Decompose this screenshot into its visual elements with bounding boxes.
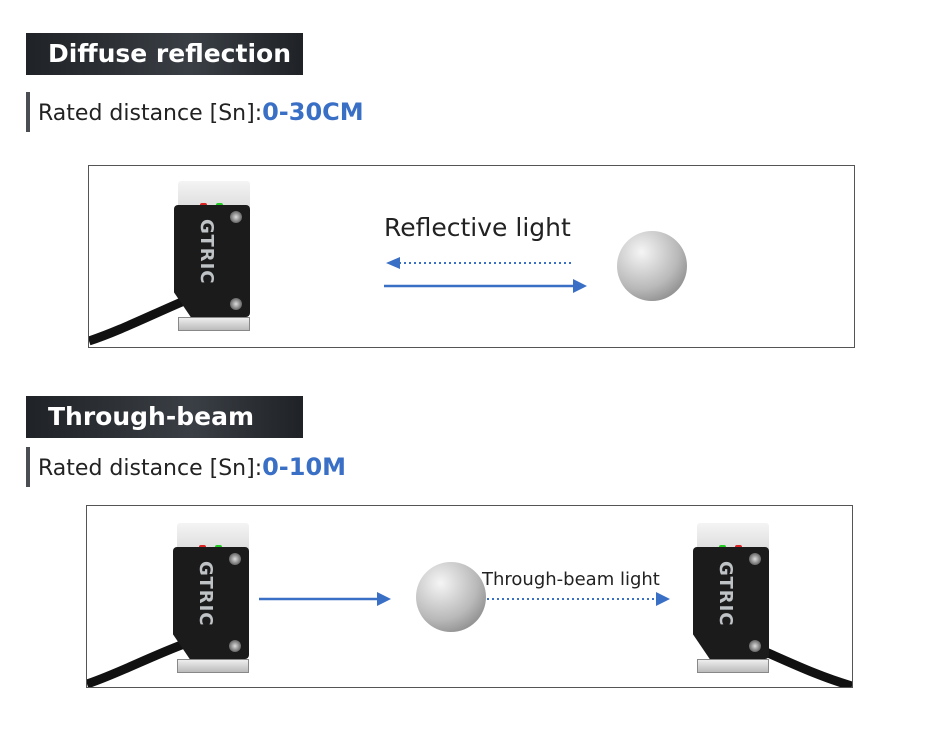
- emitted-arrowhead: [377, 592, 391, 606]
- screw-icon: [230, 298, 242, 310]
- sensor-cap: [697, 523, 769, 551]
- rated-label: Rated distance [Sn]:: [38, 101, 263, 126]
- rated-value: 0-30CM: [262, 98, 364, 126]
- sensor-cable: [89, 296, 186, 346]
- target-ball: [416, 562, 486, 632]
- rated-label: Rated distance [Sn]:: [38, 456, 263, 481]
- through-beam-diagram-panel: GTRIC Through-beam light GTRIC: [86, 505, 853, 688]
- sensor-base: [178, 317, 250, 331]
- diffuse-diagram-lines: [89, 257, 587, 346]
- screw-icon: [229, 640, 241, 652]
- sensor-brand-logo: GTRIC: [715, 561, 736, 627]
- sensor-cap: [177, 523, 249, 551]
- reflective-light-label: Reflective light: [384, 213, 571, 242]
- through-beam-arrowhead: [656, 592, 670, 606]
- screw-icon: [749, 553, 761, 565]
- sensor-cap: [178, 181, 250, 209]
- diffuse-diagram-panel: GTRIC Reflective light: [88, 165, 855, 348]
- screw-icon: [230, 211, 242, 223]
- sensor-brand-logo: GTRIC: [195, 561, 216, 627]
- rated-distance-diffuse: Rated distance [Sn]:0-30CM: [26, 92, 364, 132]
- through-beam-diagram-lines: [87, 592, 852, 687]
- emitted-arrowhead: [573, 279, 587, 293]
- receiver-sensor: GTRIC: [693, 523, 773, 678]
- screw-icon: [749, 640, 761, 652]
- emitter-cable: [87, 639, 186, 687]
- target-ball: [617, 231, 687, 301]
- reflected-arrowhead: [386, 257, 400, 269]
- emitter-sensor: GTRIC: [173, 523, 253, 678]
- screw-icon: [229, 553, 241, 565]
- section-title-diffuse: Diffuse reflection: [26, 33, 303, 75]
- sensor-device: GTRIC: [174, 181, 254, 336]
- rated-distance-through-beam: Rated distance [Sn]:0-10M: [26, 447, 346, 487]
- rated-value: 0-10M: [262, 453, 347, 481]
- sensor-base: [697, 659, 769, 673]
- sensor-brand-logo: GTRIC: [196, 219, 217, 285]
- through-beam-light-label: Through-beam light: [482, 569, 660, 590]
- sensor-base: [177, 659, 249, 673]
- section-title-through-beam: Through-beam: [26, 396, 303, 438]
